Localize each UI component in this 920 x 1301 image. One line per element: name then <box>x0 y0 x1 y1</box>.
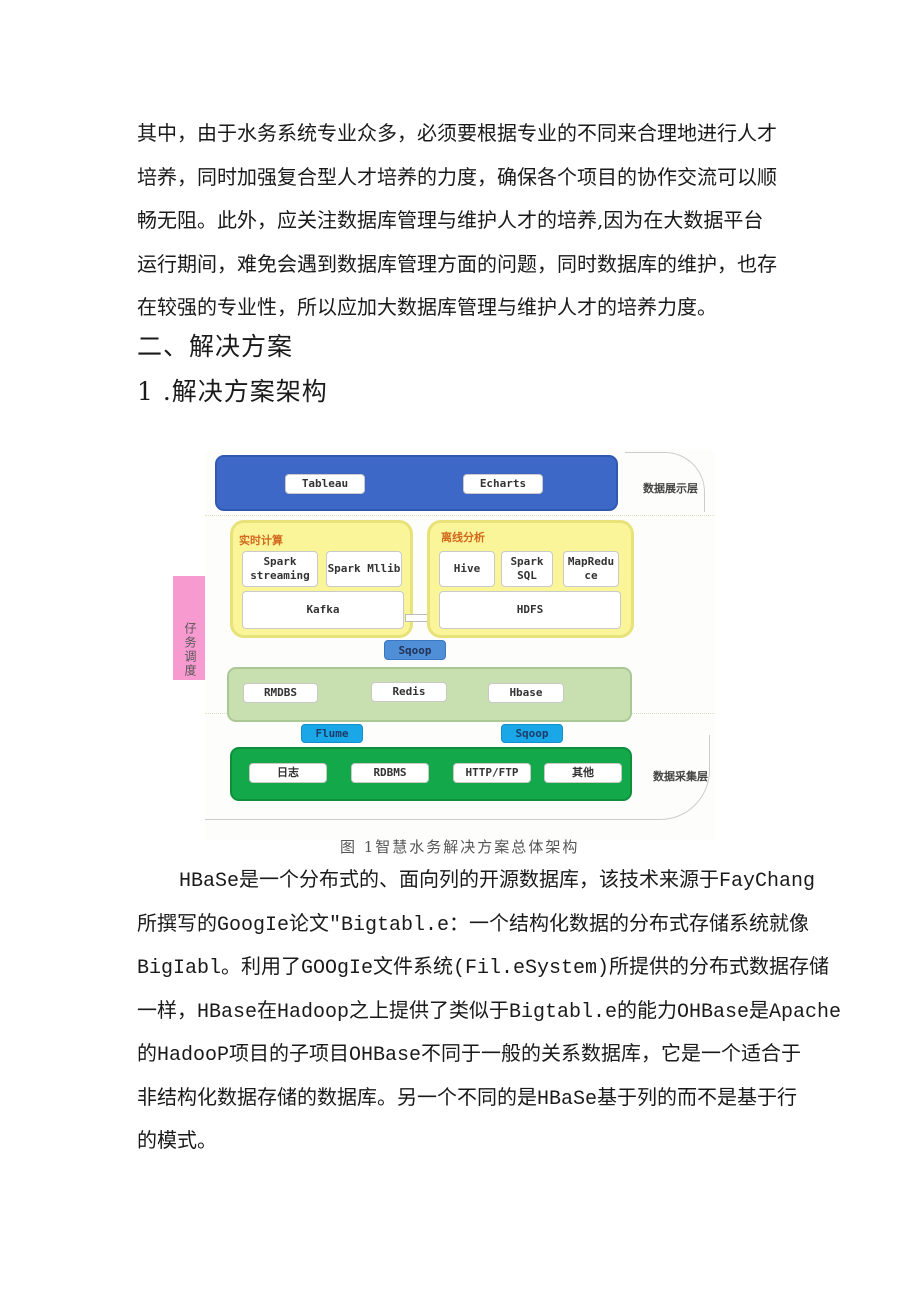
offline-analysis-title: 离线分析 <box>441 531 485 544</box>
display-layer <box>215 455 618 511</box>
collection-layer-label: 数据采集层 <box>653 770 708 783</box>
paragraph-talent-training: 其中，由于水务系统专业众多，必须要根据专业的不同来合理地进行人才 培养，同时加强… <box>137 112 787 330</box>
paragraph-hbase: HBaSe是一个分布式的、面向列的开源数据库，该技术来源于FayChang 所撰… <box>137 860 842 1165</box>
tool-pill-flume: Flume <box>301 724 363 743</box>
tool-pill-sqoop-bottom: Sqoop <box>501 724 563 743</box>
text-line: 培养，同时加强复合型人才培养的力度，确保各个项目的协作交流可以顺 <box>137 164 777 189</box>
text-line: 的模式。 <box>137 1131 217 1154</box>
tool-box-spark-streaming: Spark streaming <box>242 551 318 587</box>
text-line: 的HadooP项目的子项目OHBase不同于一般的关系数据库，它是一个适合于 <box>137 1044 802 1067</box>
tool-box-hdfs: HDFS <box>439 591 621 629</box>
text-line: 其中，由于水务系统专业众多，必须要根据专业的不同来合理地进行人才 <box>137 121 777 145</box>
source-box-rdbms: RDBMS <box>351 763 429 783</box>
source-box-logs: 日志 <box>249 763 327 783</box>
divider <box>205 515 715 516</box>
tool-box-rmdbs: RMDBS <box>243 683 318 703</box>
tool-box-tableau: Tableau <box>285 474 365 494</box>
tool-box-kafka: Kafka <box>242 591 404 629</box>
tool-box-redis: Redis <box>371 682 447 702</box>
text-line: 一样，HBase在Hadoop之上提供了类似于Bigtabl.e的能力OHBas… <box>137 1000 842 1024</box>
task-scheduling-bar: 仔务调度 <box>173 576 208 680</box>
source-box-others: 其他 <box>544 763 622 783</box>
section-heading: 二、解决方案 <box>137 332 294 361</box>
tool-box-spark-mllib: Spark Mllib <box>326 551 402 587</box>
tool-box-hbase: Hbase <box>488 683 564 703</box>
source-box-http-ftp: HTTP/FTP <box>453 763 531 783</box>
tool-box-mapreduce: MapReduce <box>563 551 619 587</box>
text-line: HBaSe是一个分布式的、面向列的开源数据库，该技术来源于FayChang <box>179 870 816 893</box>
figure-caption: 图 1智慧水务解决方案总体架构 <box>340 838 580 856</box>
text-line: 运行期间，难免会遇到数据库管理方面的问题，同时数据库的维护，也存 <box>137 251 777 276</box>
tool-box-spark-sql: Spark SQL <box>501 551 553 587</box>
text-line: 所撰写的GoogIe论文"Bigtabl.e：一个结构化数据的分布式存储系统就像 <box>137 913 810 937</box>
realtime-compute-title: 实时计算 <box>239 534 283 547</box>
tool-box-echarts: Echarts <box>463 474 543 494</box>
task-scheduling-label: 仔务调度 <box>183 622 197 678</box>
subsection-heading: 1 .解决方案架构 <box>137 377 328 406</box>
tool-box-hive: Hive <box>439 551 495 587</box>
architecture-diagram: Tableau Echarts 数据展示层 实时计算 Spark streami… <box>205 450 715 840</box>
text-line: 非结构化数据存储的数据库。另一个不同的是HBaSe基于列的而不是基于行 <box>137 1087 798 1111</box>
display-layer-label: 数据展示层 <box>643 482 698 495</box>
text-line: 在较强的专业性，所以应加大数据库管理与维护人才的培养力度。 <box>137 295 717 319</box>
text-line: 畅无阻。此外，应关注数据库管理与维护人才的培养,因为在大数据平台 <box>137 208 764 232</box>
arrow-right-icon <box>405 614 429 622</box>
tool-pill-sqoop-top: Sqoop <box>384 640 446 660</box>
text-line: BigIabl。利用了GOOgIe文件系统(Fil.eSystem)所提供的分布… <box>137 957 830 980</box>
